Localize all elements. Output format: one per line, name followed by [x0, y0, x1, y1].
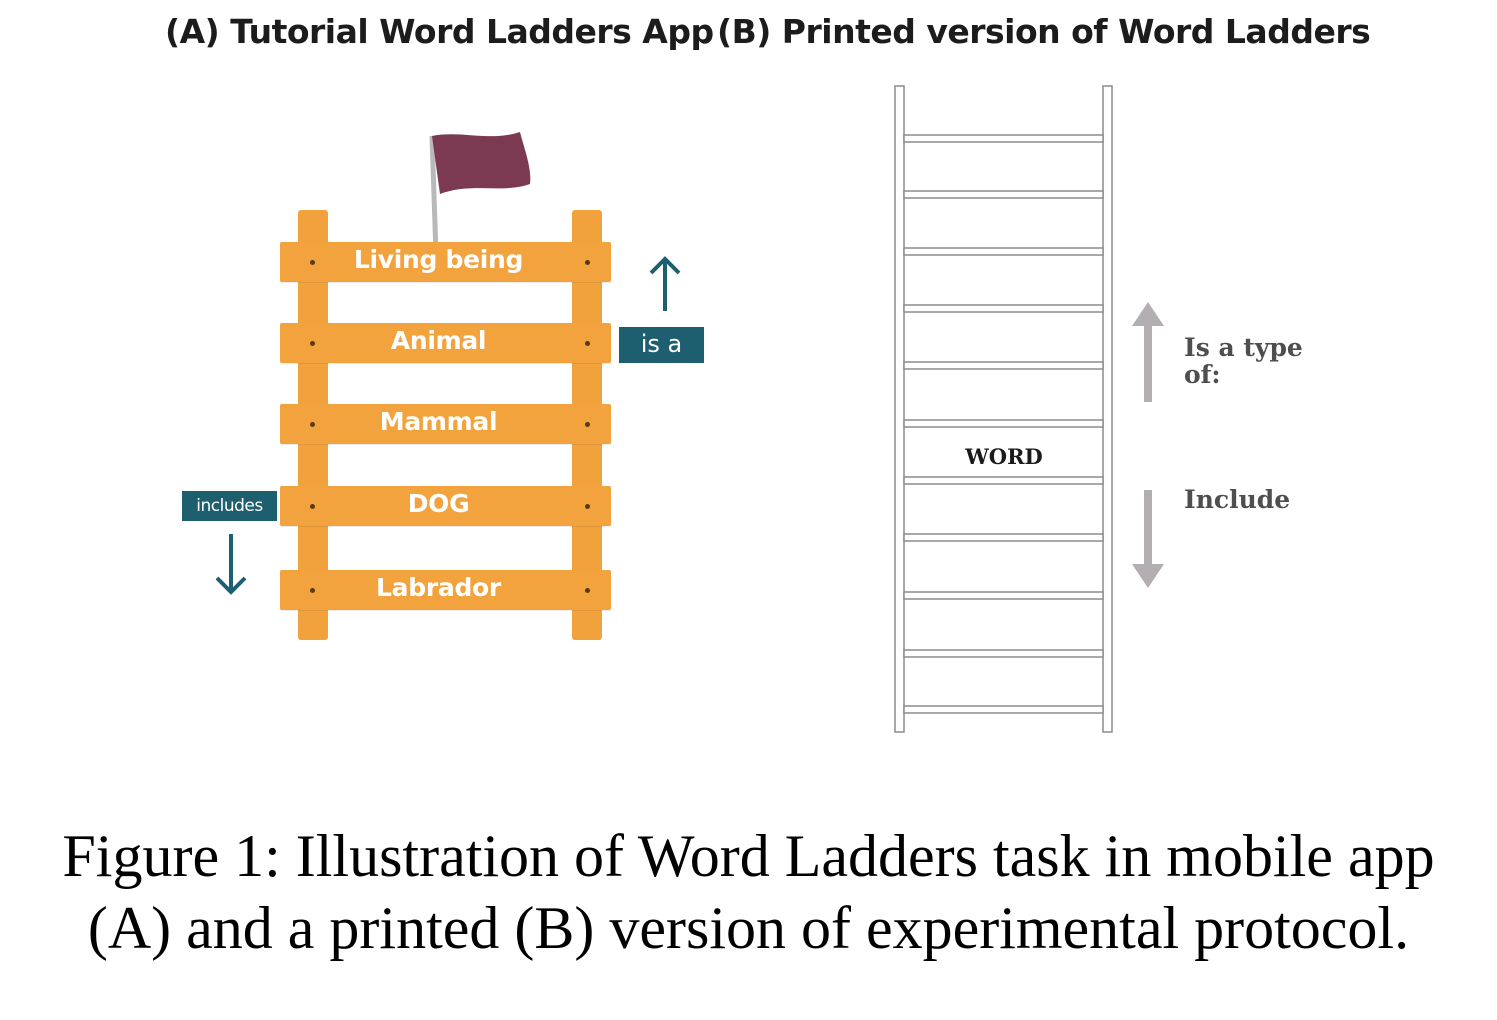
is-a-tag: is a	[619, 327, 704, 363]
rung-living-being: Living being	[280, 242, 611, 282]
rung-dog: DOG	[280, 486, 611, 526]
arrow-up-icon	[1132, 302, 1164, 402]
rung-label: Mammal	[379, 407, 498, 436]
arrow-down-icon	[215, 534, 247, 595]
is-a-type-label: Is a type of:	[1184, 333, 1303, 389]
caption-line-2: (A) and a printed (B) version of experim…	[87, 895, 1410, 961]
arrow-up-icon	[649, 256, 681, 311]
rung-label: DOG	[407, 489, 470, 518]
include-label: Include	[1184, 485, 1291, 514]
panel-a-title: (A) Tutorial Word Ladders App	[165, 12, 714, 51]
includes-tag: includes	[182, 491, 277, 521]
rung-labrador: Labrador	[280, 570, 611, 610]
arrow-down-icon	[1132, 490, 1164, 588]
rung-mammal: Mammal	[280, 404, 611, 444]
rung-label: Labrador	[376, 573, 501, 602]
flag-icon	[429, 132, 531, 255]
rung-label: Living being	[353, 245, 524, 274]
rung-label: Animal	[390, 326, 487, 355]
center-word: WORD	[965, 444, 1043, 469]
rung-animal: Animal	[280, 323, 611, 363]
figure-caption: Figure 1: Illustration of Word Ladders t…	[0, 820, 1497, 964]
panel-b-title: (B) Printed version of Word Ladders	[717, 12, 1371, 51]
printed-ladder	[894, 85, 1113, 733]
caption-line-1: Figure 1: Illustration of Word Ladders t…	[62, 823, 1435, 889]
